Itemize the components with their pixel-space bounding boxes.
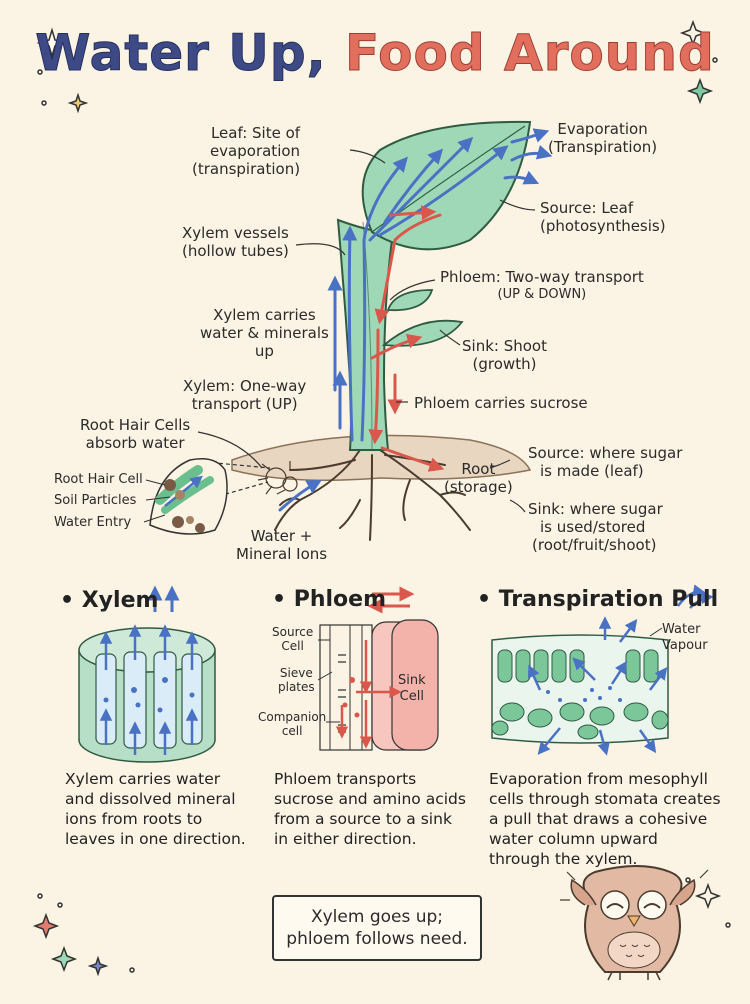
label-phloem-two-way: Phloem: Two-way transport (UP & DOWN): [440, 268, 644, 302]
small-leaf-lower: [381, 319, 464, 347]
page-title: Water Up, Food Around: [0, 24, 750, 83]
label-water-minerals: Water +Mineral Ions: [236, 527, 328, 563]
label-root-hair-cell: Root Hair Cell: [54, 472, 143, 487]
title-part-1: Water Up,: [35, 24, 327, 83]
wind-arrows-icon: [677, 584, 714, 609]
phloem-arrows: [368, 205, 445, 472]
small-leaf-upper: [386, 289, 434, 312]
root-hairs: [257, 461, 298, 495]
label-phloem-sucrose: Phloem carries sucrose: [414, 394, 588, 412]
motto-line-1: Xylem goes up;: [310, 907, 444, 927]
main-leaf: [361, 120, 532, 251]
label-soil-particles: Soil Particles: [54, 493, 137, 508]
label-water-entry: Water Entry: [54, 515, 132, 530]
label-root-storage: Root(storage): [444, 460, 513, 496]
label-evaporation: Evaporation(Transpiration): [548, 120, 658, 156]
motto-line-2: phloem follows need.: [286, 929, 468, 949]
summary-motto-box: Xylem goes up; phloem follows need.: [272, 895, 482, 961]
root-hair-inset: [143, 458, 228, 535]
xylem-vessel-diagram: [78, 624, 216, 763]
two-way-arrows-icon: [367, 586, 415, 614]
phloem-heading: • Phloem: [272, 587, 387, 612]
label-xylem-vessels: Xylem vessels(hollow tubes): [182, 224, 289, 260]
root-system: [274, 449, 471, 541]
label-source-leaf: Source: Leaf(photosynthesis): [540, 199, 666, 235]
leaf-cross-section-diagram: [491, 616, 669, 756]
label-sink-shoot: Sink: Shoot(growth): [462, 337, 547, 373]
owl-mascot-icon: [560, 865, 709, 981]
up-arrows-icon: [147, 585, 180, 612]
phloem-cell-diagram: [317, 619, 439, 751]
title-part-2: Food Around: [345, 24, 715, 83]
transpiration-heading: • Transpiration Pull: [477, 587, 719, 612]
xylem-heading: • Xylem: [60, 588, 159, 613]
sparkle-decorations-icon: [32, 19, 731, 977]
